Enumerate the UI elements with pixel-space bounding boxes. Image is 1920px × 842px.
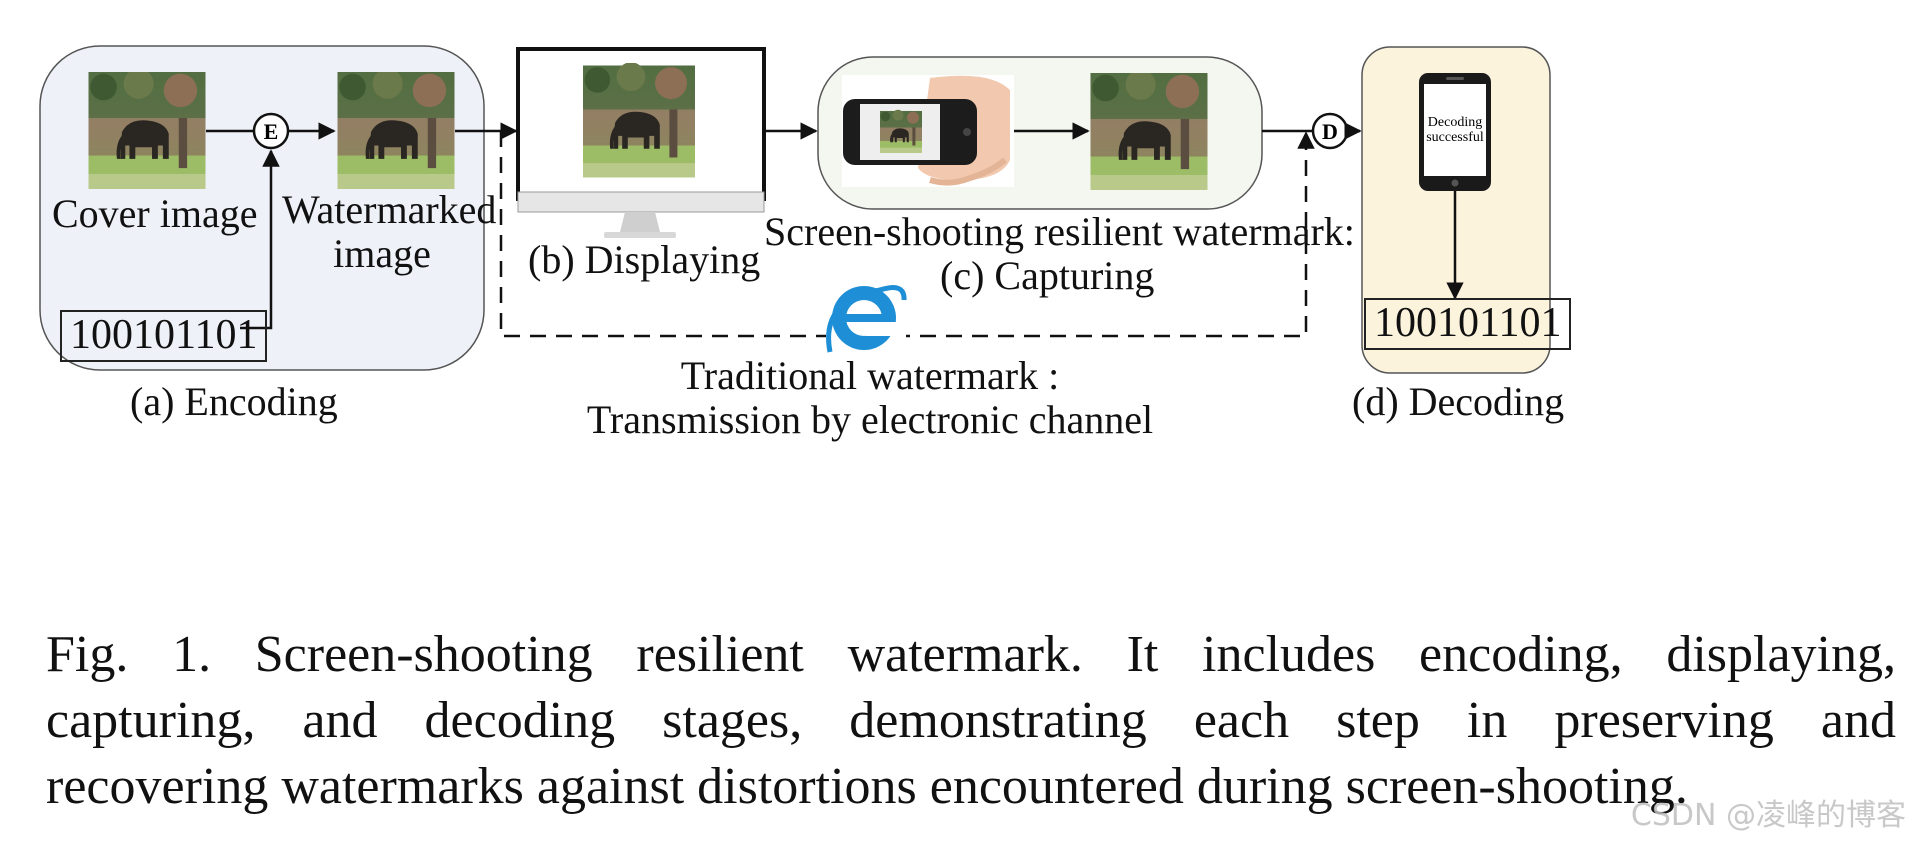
csdn-watermark: CSDN @凌峰的博客 bbox=[1630, 798, 1906, 833]
stage-label-decoding: (d) Decoding bbox=[1352, 379, 1565, 424]
phone-icon: Decoding successful bbox=[1419, 73, 1491, 191]
electronic-channel-label: Transmission by electronic channel bbox=[586, 397, 1154, 442]
traditional-watermark-label: Traditional watermark : bbox=[680, 353, 1060, 398]
captured-image bbox=[1090, 73, 1208, 190]
figure-caption: Fig. 1. Screen-shooting resilient waterm… bbox=[46, 622, 1896, 820]
decoder-symbol: D bbox=[1322, 119, 1338, 144]
phone-text-1: Decoding bbox=[1428, 115, 1482, 130]
watermarked-image bbox=[337, 72, 455, 189]
cover-image-label: Cover image bbox=[52, 191, 258, 236]
monitor-icon bbox=[516, 47, 766, 238]
watermarked-image-label-line2: image bbox=[333, 231, 431, 276]
stage-label-encoding: (a) Encoding bbox=[130, 379, 338, 424]
stage-label-displaying: (b) Displaying bbox=[528, 237, 761, 282]
internet-explorer-icon bbox=[826, 282, 907, 353]
decoded-message-bits: 100101101 bbox=[1364, 298, 1572, 350]
caption-line-2: capturing, and decoding stages, demonstr… bbox=[46, 692, 1896, 749]
message-bits-input: 100101101 bbox=[60, 310, 268, 362]
caption-line-3: recovering watermarks against distortion… bbox=[46, 758, 1688, 815]
watermarked-image-label-line1: Watermarked bbox=[282, 187, 497, 232]
cover-image bbox=[88, 72, 206, 189]
encoder-symbol: E bbox=[264, 119, 279, 144]
hand-phone-icon bbox=[842, 75, 1014, 187]
phone-text-2: successful bbox=[1426, 130, 1484, 145]
caption-line-1: Fig. 1. Screen-shooting resilient waterm… bbox=[46, 626, 1896, 683]
pipeline-diagram: E D bbox=[39, 45, 1551, 374]
stage-label-capturing: (c) Capturing bbox=[940, 253, 1155, 298]
capturing-title: Screen-shooting resilient watermark: bbox=[764, 209, 1355, 254]
